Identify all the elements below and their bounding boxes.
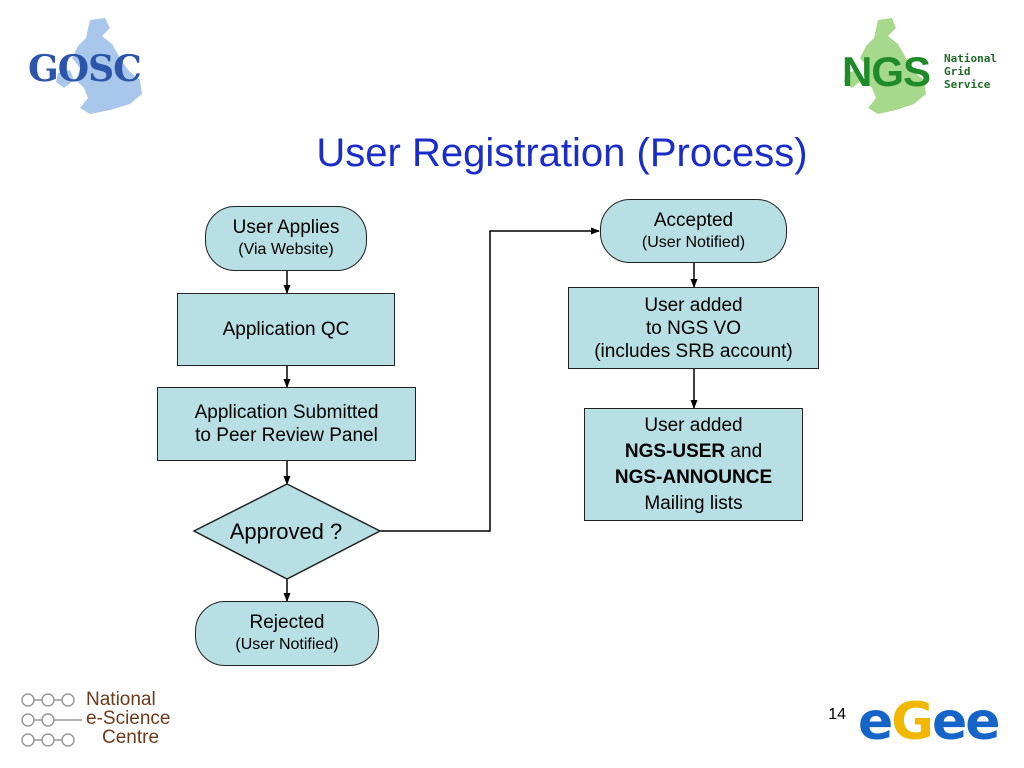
arrow-approved-to-accepted (380, 227, 600, 532)
gosc-logo: GOSC (20, 18, 160, 118)
ngs-sub-line: Service (944, 78, 991, 91)
submitted-line-1: Application Submitted (194, 402, 379, 423)
accepted-label: Accepted (653, 209, 734, 231)
uk-map-icon (56, 18, 142, 114)
added-vo-line-2: to NGS VO (645, 317, 742, 339)
added-vo-line-1: User added (644, 294, 743, 316)
gosc-logo-text: GOSC (28, 48, 142, 90)
ngs-logo-text: NGS (842, 48, 931, 95)
ngs-announce-list-name: NGS-ANNOUNCE (614, 466, 773, 488)
page-number: 14 (828, 706, 846, 723)
rejected-sublabel: (User Notified) (235, 636, 339, 653)
nesc-logo-text: National e-Science Centre (86, 690, 171, 747)
added-lists-line-1: User added (644, 414, 743, 436)
ngs-logo-subtitle: National Grid Service (944, 52, 997, 91)
approved-decision-diamond (192, 483, 382, 580)
ngs-sub-line: National (944, 52, 997, 65)
added-lists-line-4: Mailing lists (644, 492, 743, 514)
circles-chain-icon (21, 693, 82, 747)
nesc-line: Centre (102, 727, 160, 748)
added-to-vo-node: User added to NGS VO (includes SRB accou… (568, 287, 819, 369)
application-qc-node: Application QC (177, 293, 395, 366)
rejected-label: Rejected (249, 612, 325, 633)
accepted-sublabel: (User Notified) (641, 233, 746, 251)
added-vo-line-3: (includes SRB account) (594, 340, 793, 362)
added-lists-line-3: NGS-ANNOUNCE (615, 465, 772, 491)
egee-g: G (891, 692, 934, 752)
user-applies-node: User Applies (Via Website) (205, 206, 367, 271)
user-applies-label: User Applies (232, 217, 340, 238)
uk-map-icon (844, 18, 926, 114)
nesc-line: National (86, 689, 156, 710)
ngs-logo: NGS National Grid Service (840, 18, 1010, 118)
added-lists-and: and (725, 440, 763, 462)
user-applies-sublabel: (Via Website) (238, 241, 334, 258)
ngs-user-list-name: NGS-USER (624, 440, 726, 462)
nesc-logo: National e-Science Centre (20, 690, 180, 750)
egee-e: e (858, 692, 893, 752)
submitted-line-2: to Peer Review Panel (195, 425, 378, 446)
approved-decision-label: Approved ? (229, 519, 343, 544)
added-lists-line-2: NGS-USER and (625, 439, 762, 465)
accepted-node: Accepted (User Notified) (600, 199, 787, 263)
slide-title: User Registration (Process) (316, 131, 808, 175)
rejected-node: Rejected (User Notified) (195, 601, 379, 666)
egee-ee: ee (931, 692, 1001, 752)
ngs-sub-line: Grid (944, 65, 971, 78)
submitted-to-panel-node: Application Submitted to Peer Review Pan… (157, 387, 416, 461)
egee-logo: eGee (858, 692, 1018, 752)
nesc-line: e-Science (86, 708, 171, 729)
application-qc-label: Application QC (222, 319, 350, 340)
egee-logo-text: eGee (858, 692, 1001, 752)
added-to-lists-node: User added NGS-USER and NGS-ANNOUNCE Mai… (584, 408, 803, 521)
